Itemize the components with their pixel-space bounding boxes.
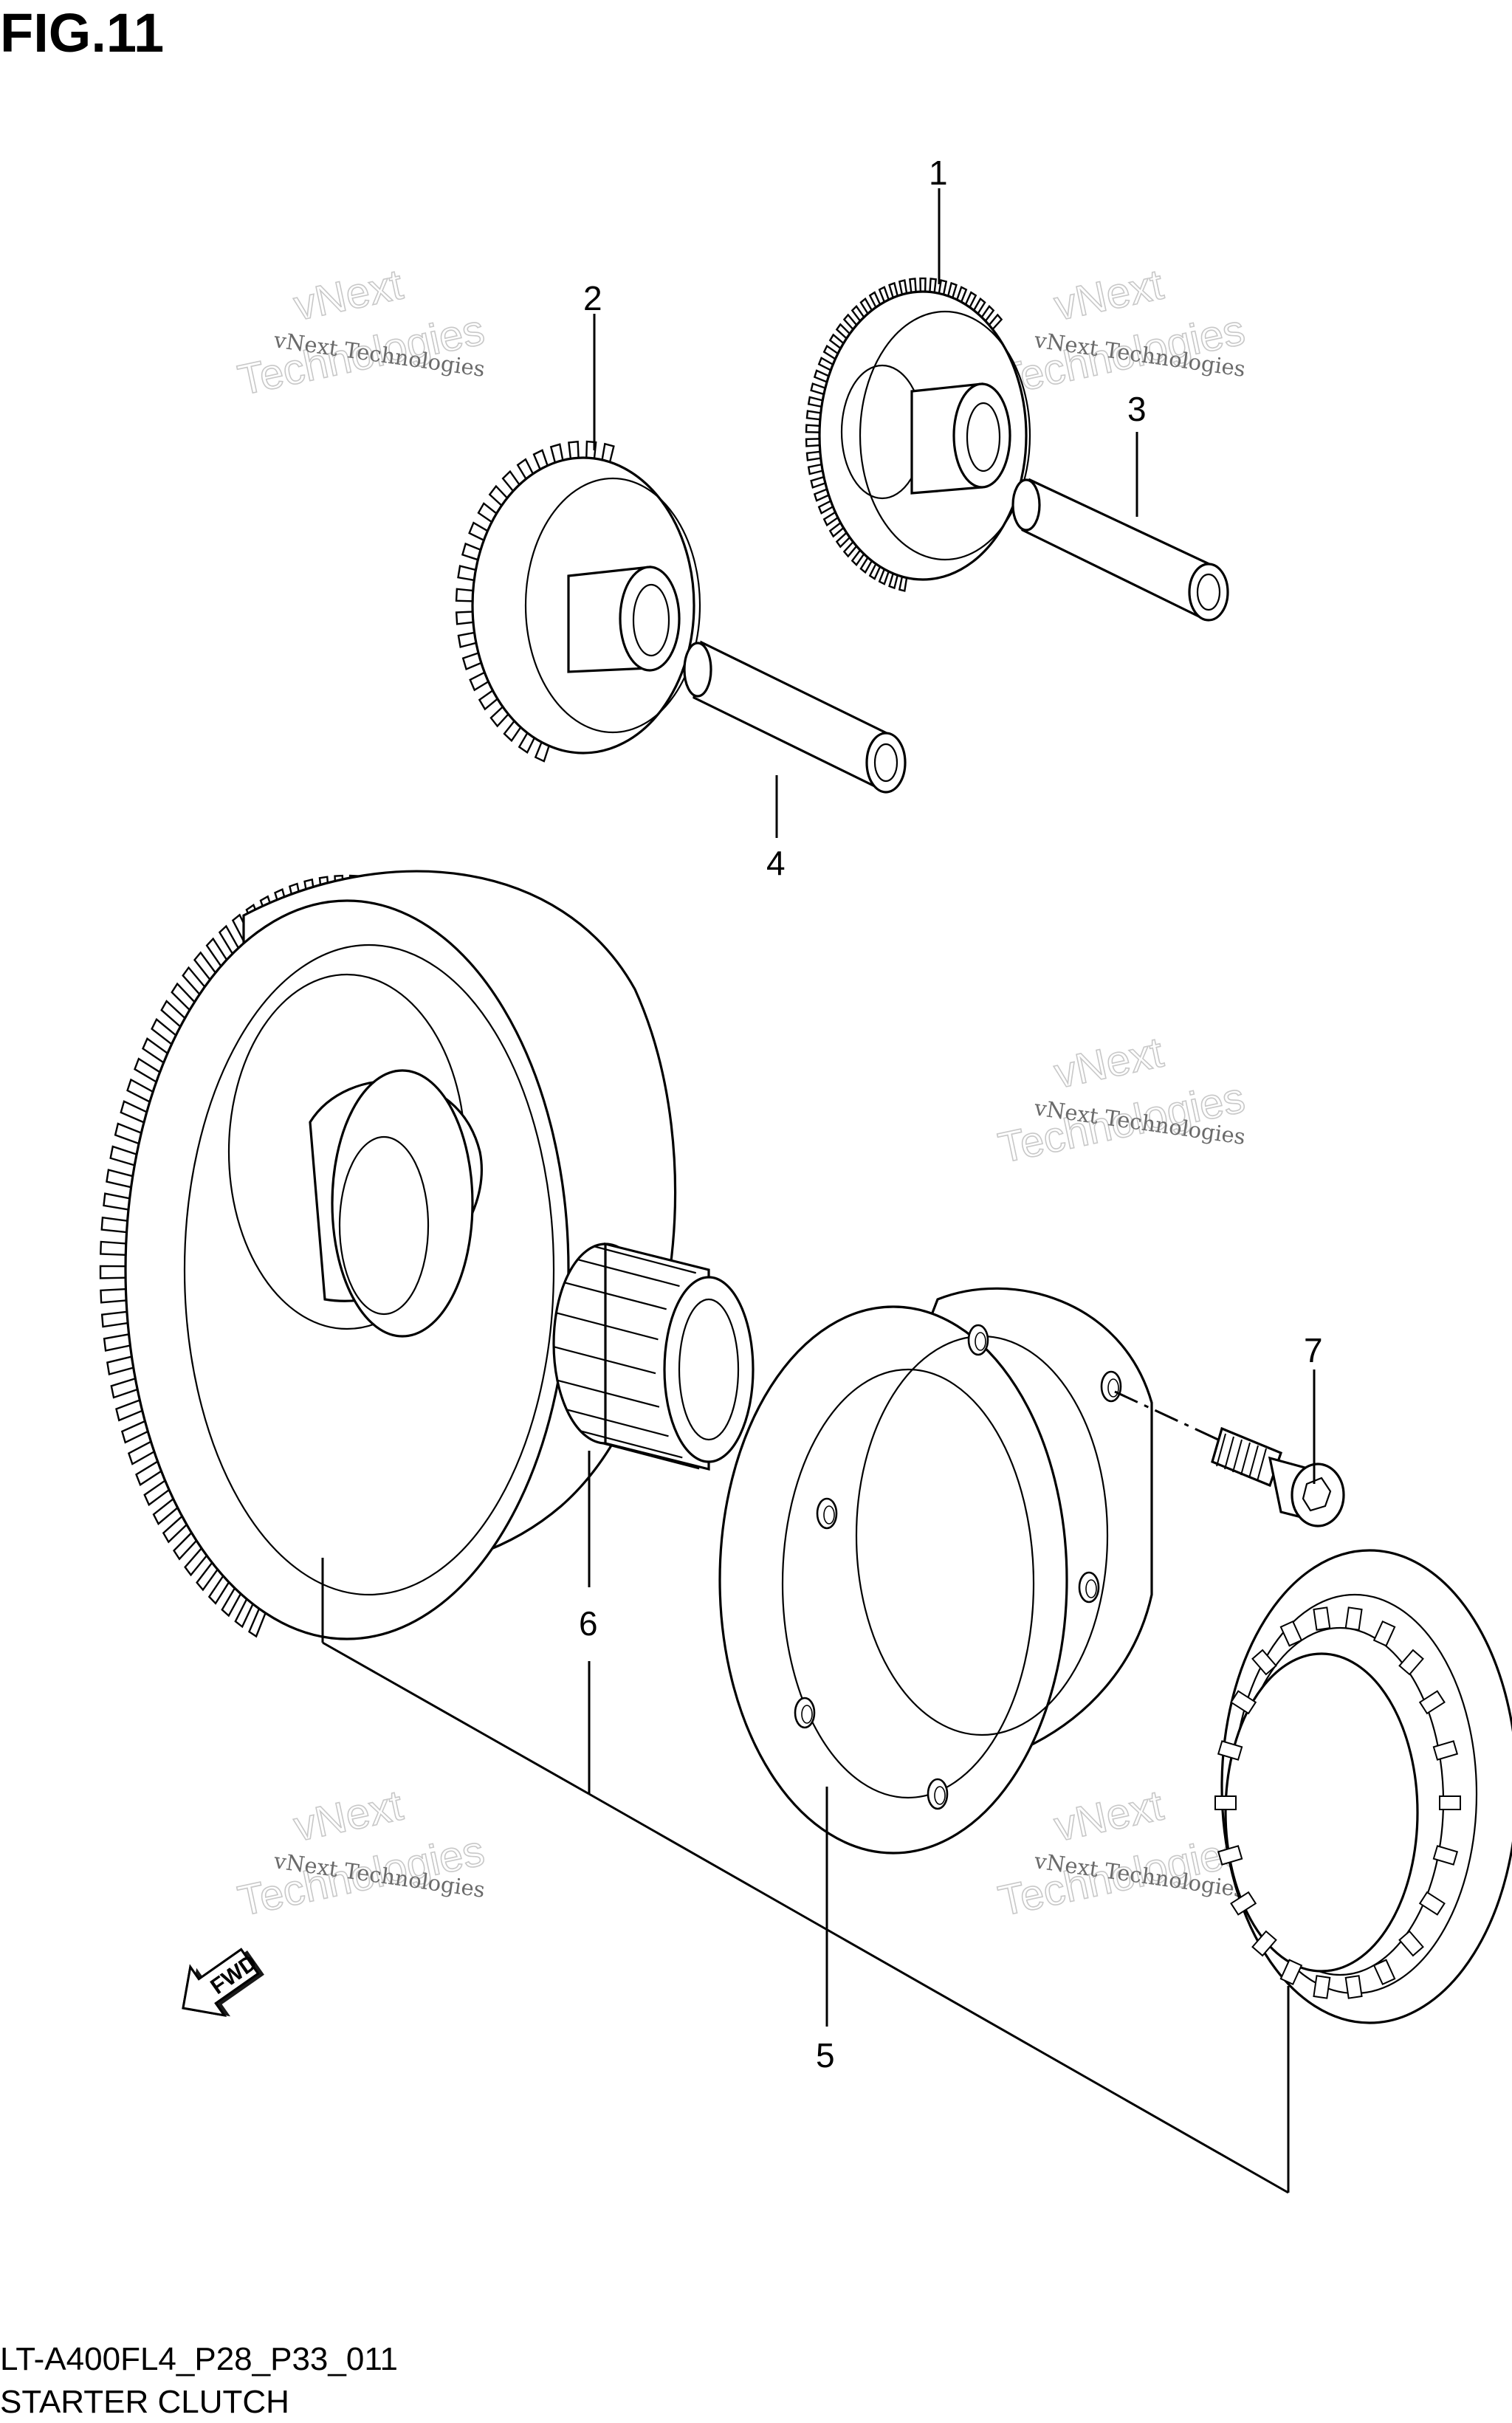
part-5-starter-clutch-housing[interactable] (718, 1287, 1153, 1855)
callout-7[interactable]: 7 (1304, 1331, 1323, 1369)
callout-2[interactable]: 2 (583, 279, 602, 317)
callout-6[interactable]: 6 (579, 1604, 598, 1643)
svg-text:vNext: vNext (289, 261, 407, 330)
part-6-needle-bearing[interactable] (552, 1242, 755, 1471)
part-3-idle-gear-shaft[interactable] (1011, 478, 1229, 622)
sprag-cells (1214, 1606, 1461, 1999)
bearing-rollers (553, 1245, 700, 1470)
leader-lines (321, 188, 1316, 2194)
callout-5[interactable]: 5 (816, 2036, 835, 2075)
svg-text:vNext: vNext (1050, 1781, 1167, 1851)
section-name: STARTER CLUTCH (0, 2384, 289, 2420)
callout-1[interactable]: 1 (929, 154, 948, 192)
svg-text:vNext: vNext (1050, 1028, 1167, 1098)
figure-title: FIG.11 (0, 2, 164, 63)
fwd-arrow-icon: FWD (182, 1948, 264, 2017)
one-way-clutch-sprag[interactable] (1214, 1549, 1512, 2024)
gear-1-teeth (805, 277, 1003, 592)
part-2-starter-idle-gear-no2[interactable] (455, 440, 701, 763)
bolt-threads (1216, 1433, 1267, 1482)
part-1-starter-idle-gear[interactable] (805, 277, 1031, 592)
model-code: LT-A400FL4_P28_P33_011 (0, 2341, 398, 2377)
part-4-idle-gear-shaft[interactable] (683, 640, 907, 794)
bolt-holes (794, 1324, 1122, 1810)
svg-text:vNext: vNext (1050, 261, 1167, 330)
callout-3[interactable]: 3 (1127, 390, 1147, 428)
svg-text:vNext: vNext (289, 1781, 407, 1851)
part-7-clutch-bolt[interactable] (1211, 1426, 1345, 1527)
callout-4[interactable]: 4 (766, 844, 786, 882)
bolt-alignment-line (1114, 1390, 1219, 1441)
